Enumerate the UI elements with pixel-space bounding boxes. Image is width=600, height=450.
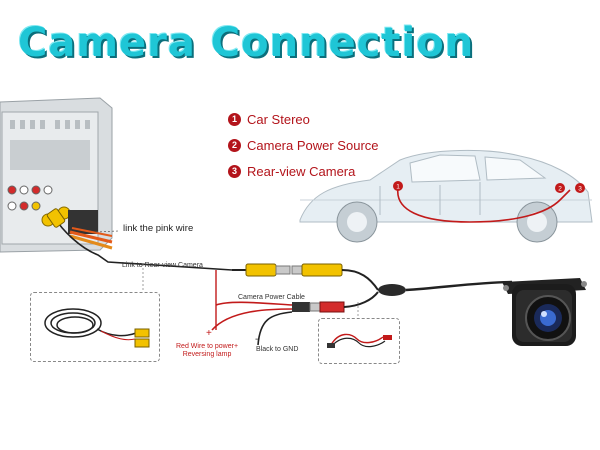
legend-item-rear-camera: 3 Rear-view Camera	[228, 158, 379, 184]
rca-connector-icon	[232, 263, 379, 291]
legend-number: 3	[228, 164, 241, 178]
video-cable-icon	[44, 308, 150, 348]
red-wire-line1: Red Wire to power+	[176, 343, 239, 350]
legend-item-car-stereo: 1 Car Stereo	[228, 106, 379, 132]
car-illustration: 1 2 3	[299, 149, 593, 243]
power-connector-icon	[211, 291, 379, 346]
car-marker-camera: 3	[578, 186, 582, 193]
legend-label: Rear-view Camera	[247, 163, 356, 179]
pink-wire-note: link the pink wire	[123, 223, 194, 234]
plus-sign: +	[206, 328, 212, 339]
power-cable-icon	[327, 333, 392, 348]
red-wire-label: Red Wire to power+ Reversing lamp	[176, 343, 238, 359]
legend-number: 2	[228, 138, 241, 152]
car-stereo-icon	[0, 97, 113, 253]
link-camera-label: Link to Rear-view Camera	[122, 262, 203, 269]
legend-label: Car Stereo	[247, 111, 310, 127]
power-cable-photo	[318, 318, 400, 364]
minus-sign: -	[255, 334, 259, 345]
legend-label: Camera Power Source	[247, 137, 379, 153]
legend-item-camera-power: 2 Camera Power Source	[228, 132, 379, 158]
power-cable-label: Camera Power Cable	[238, 294, 305, 301]
page-title: Camera Connection	[18, 20, 475, 66]
black-gnd-label: Black to GND	[256, 346, 299, 353]
video-cable-photo	[30, 292, 160, 362]
legend: 1 Car Stereo 2 Camera Power Source 3 Rea…	[228, 106, 379, 184]
red-wire-line2: Reversing lamp	[182, 351, 232, 358]
rear-view-camera-icon	[502, 278, 587, 346]
car-marker-stereo: 1	[396, 184, 400, 191]
legend-number: 1	[228, 112, 241, 126]
car-marker-power: 2	[558, 186, 562, 193]
